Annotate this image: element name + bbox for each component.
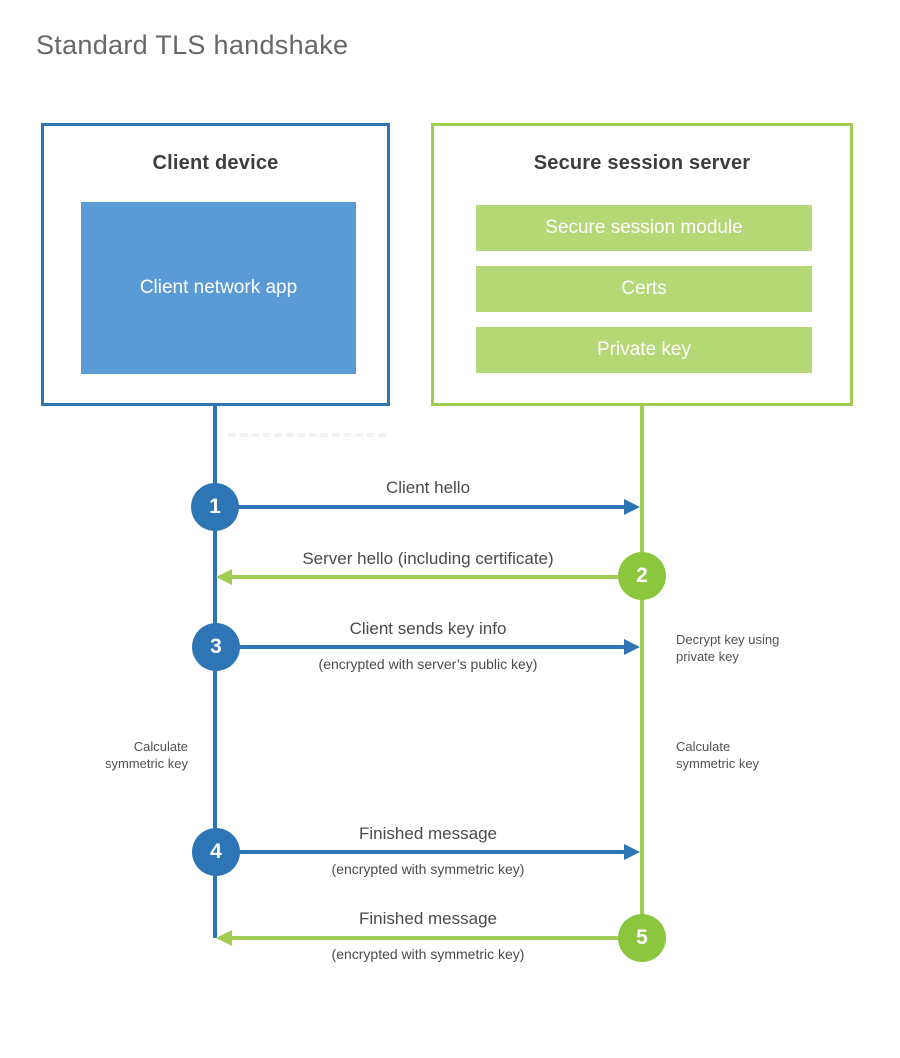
step2-circle: 2 [618,552,666,600]
step3-arrow-shaft [216,645,626,649]
server-lifeline [640,405,644,938]
step5-arrowhead-icon [216,930,232,946]
client-lifeline [213,405,217,938]
step3-sublabel: (encrypted with server’s public key) [318,656,538,672]
step2-arrowhead-icon [216,569,232,585]
calculate-symmetric-key-note-client: Calculate symmetric key [104,739,188,771]
step5-arrow-shaft [232,936,642,940]
step2-arrow-shaft [232,575,642,579]
step2-label: Server hello (including certificate) [302,549,554,568]
step3-circle: 3 [192,623,240,671]
secure-session-server-heading: Secure session server [533,152,751,174]
server-module-bar: Certs [476,266,812,312]
step5-sublabel: (encrypted with symmetric key) [331,946,525,962]
step3-label: Client sends key info [349,619,507,638]
calculate-symmetric-key-note-server: Calculate symmetric key [676,739,760,771]
step5-label: Finished message [359,909,497,928]
step1-circle: 1 [191,483,239,531]
step1-arrowhead-icon [624,499,640,515]
step3-arrowhead-icon [624,639,640,655]
server-module-bar: Secure session module [476,205,812,251]
step4-circle: 4 [192,828,240,876]
step5-circle: 5 [618,914,666,962]
step4-sublabel: (encrypted with symmetric key) [331,861,525,877]
client-network-app-label: Client network app [139,277,298,298]
step1-label: Client hello [385,478,471,497]
secure-session-server-box: Secure session server Secure session mod… [431,123,853,406]
step4-label: Finished message [359,824,497,843]
client-device-box: Client device Client network app [41,123,390,406]
faint-dashed-line [228,433,386,437]
step4-arrow-shaft [216,850,626,854]
page-title: Standard TLS handshake [36,30,349,60]
decrypt-key-note: Decrypt key using private key [676,632,780,664]
client-network-app-box: Client network app [81,202,356,374]
step1-arrow-shaft [215,505,626,509]
server-module-bar: Private key [476,327,812,373]
client-device-heading: Client device [152,152,279,174]
step4-arrowhead-icon [624,844,640,860]
